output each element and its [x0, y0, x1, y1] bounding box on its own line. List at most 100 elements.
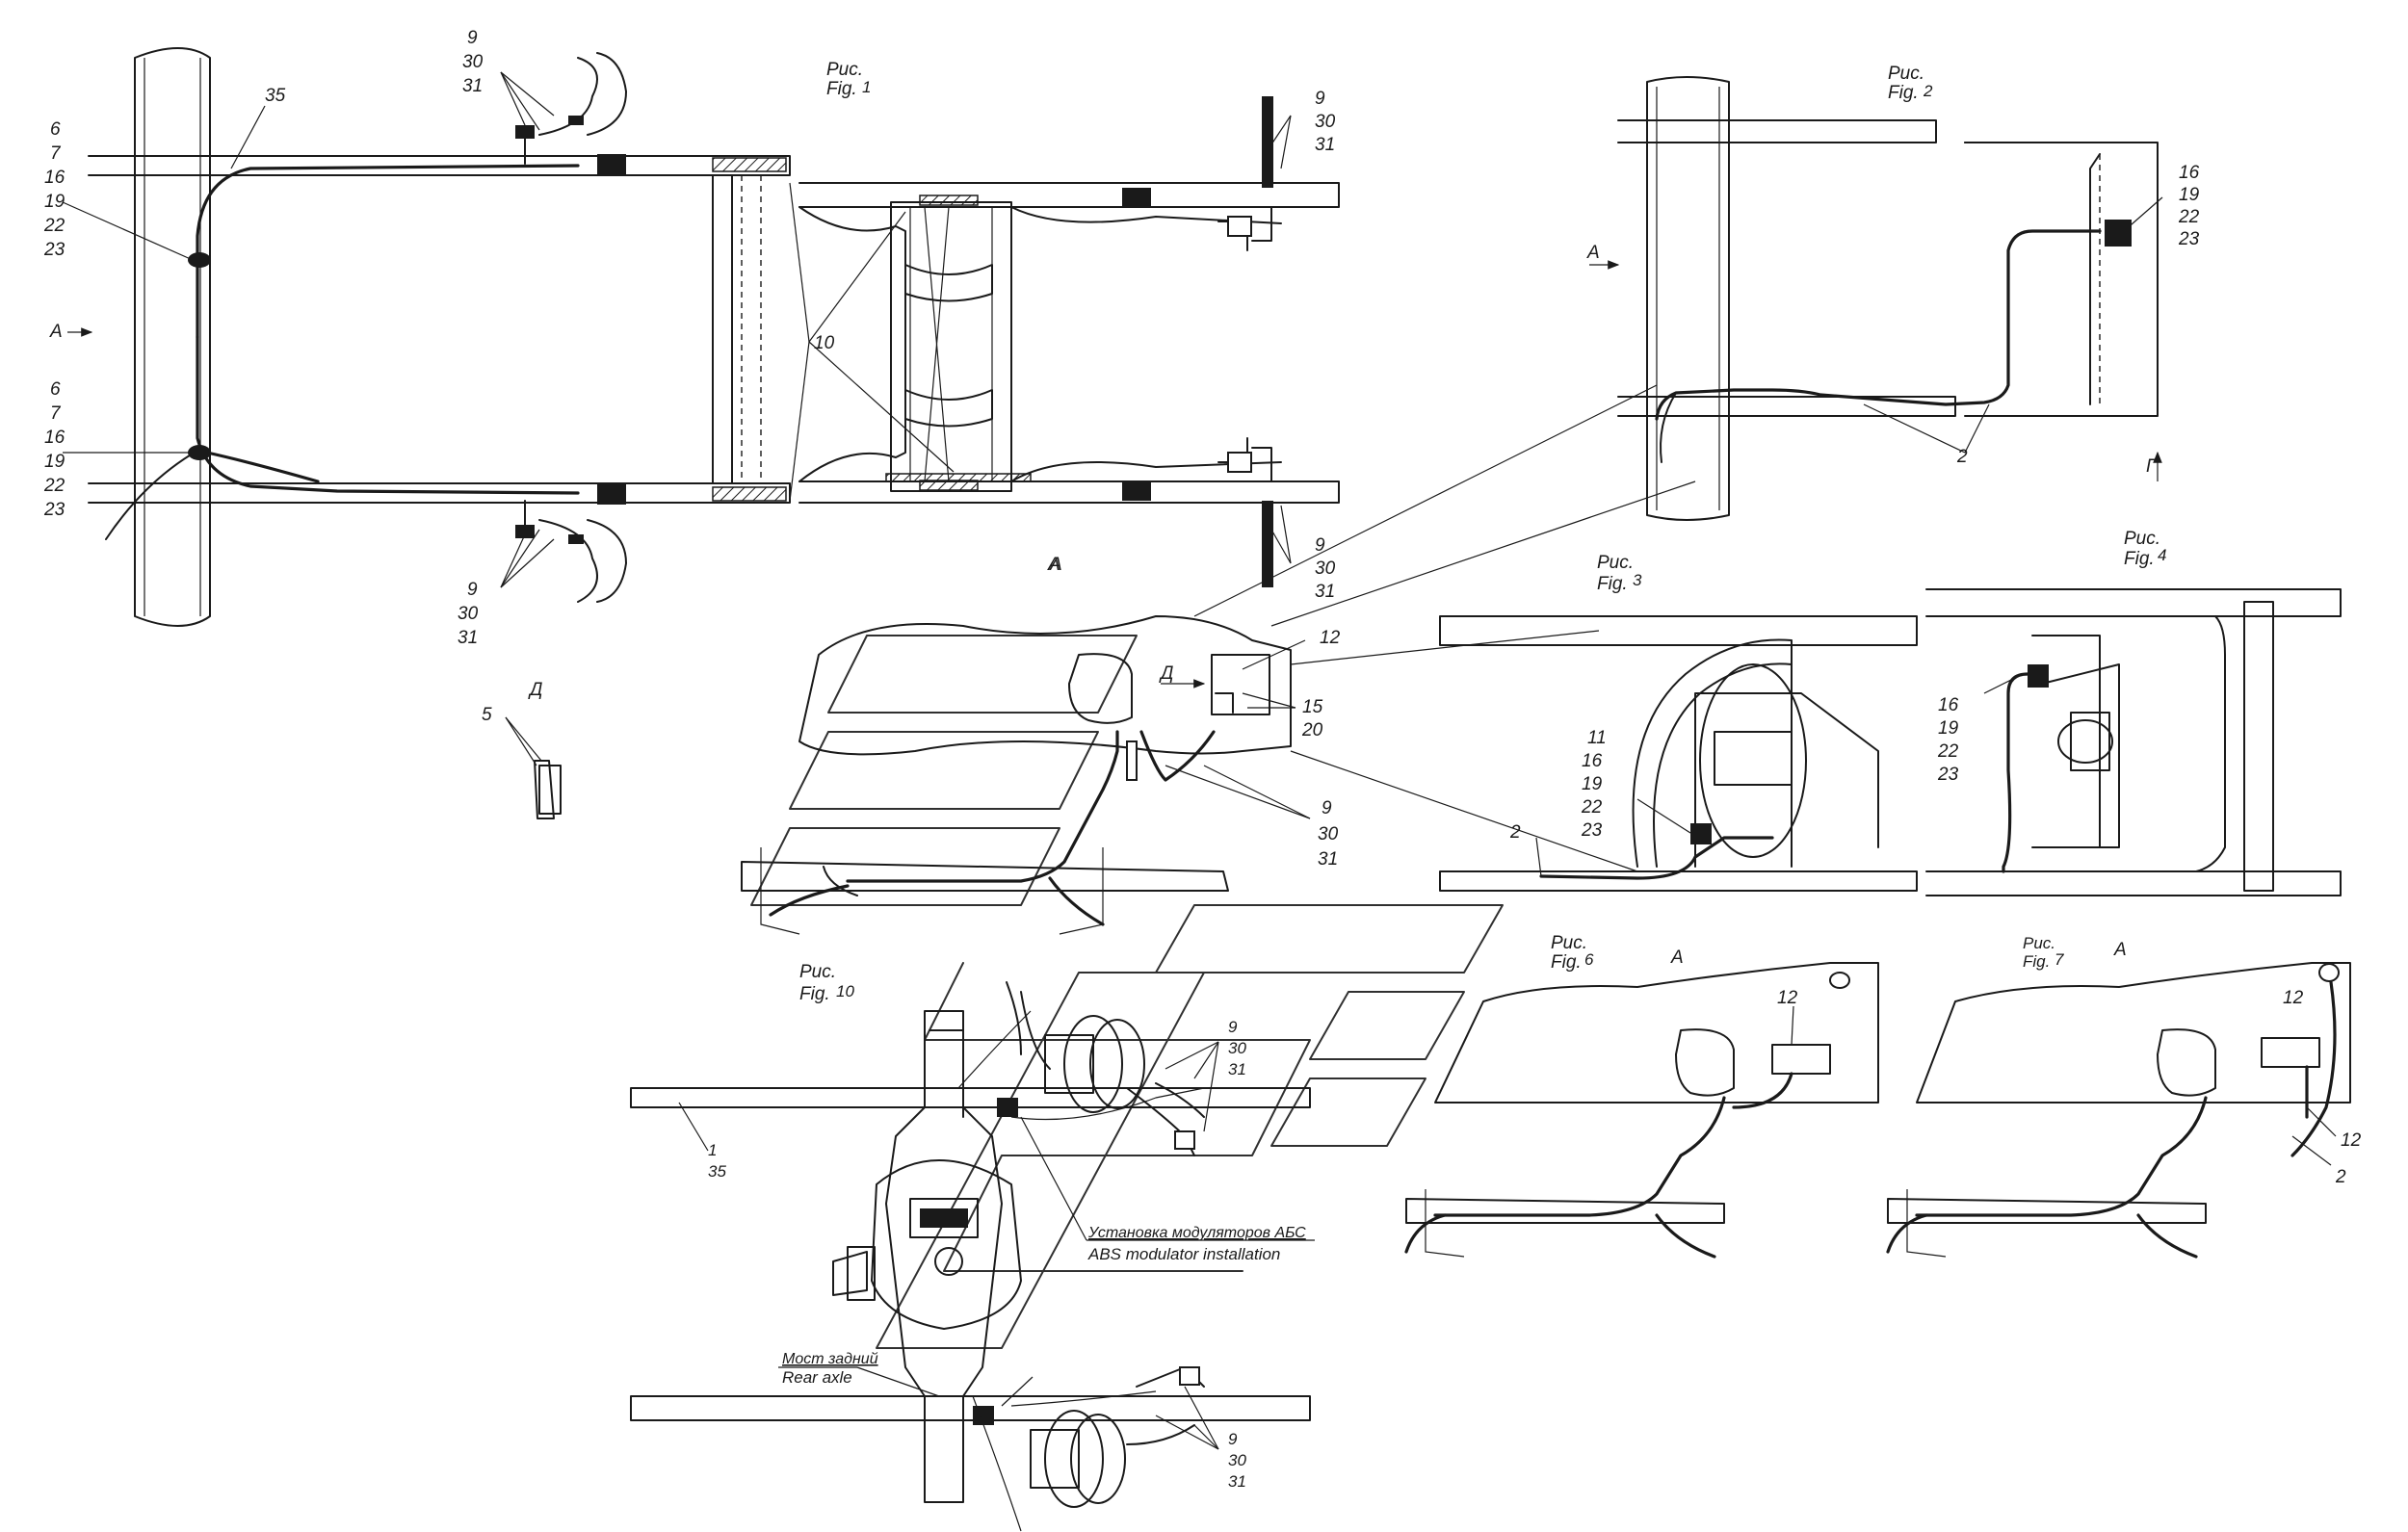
fig1-arrow-label: А — [49, 322, 63, 342]
viewA-g-31: 31 — [1318, 849, 1338, 870]
fig1-top-30: 30 — [462, 52, 484, 72]
fig1-rb-9: 9 — [1315, 535, 1325, 556]
viewA-drawing — [741, 615, 1311, 935]
viewA-g-9: 9 — [1322, 798, 1332, 818]
fig1-tl-0: 6 — [50, 119, 61, 140]
fig7-labels: Рис. Fig. 7 А 12 12 2 — [2023, 934, 2362, 1187]
fig1-bot-31: 31 — [458, 628, 478, 648]
fig1-rt-31: 31 — [1315, 135, 1335, 155]
fig1-tl-2: 16 — [44, 168, 65, 188]
fig10-top-31: 31 — [1228, 1060, 1246, 1078]
viewA-g-15: 15 — [1302, 697, 1323, 717]
fig2-g-1: 19 — [2179, 185, 2200, 205]
fig4-g-3: 23 — [1937, 765, 1959, 785]
fig2-g-2: 22 — [2178, 207, 2200, 227]
fig3-g-2: 19 — [1582, 774, 1603, 794]
fig6-title-ru: Рис. — [1551, 933, 1587, 953]
fig10-abs-ru: Установка модуляторов АБС — [1087, 1225, 1306, 1241]
fig1-tl-4: 22 — [43, 216, 65, 236]
fig1-bl-0: 6 — [50, 379, 61, 400]
fig3-g-0: 11 — [1587, 728, 1607, 748]
fig1-bl-3: 19 — [44, 452, 65, 472]
fig7-view-label: А — [2113, 940, 2127, 960]
fig4-title-en: Fig. — [2124, 549, 2155, 569]
fig10-num: 10 — [836, 982, 854, 1000]
fig3-drawing — [1439, 615, 1918, 892]
fig3-g-3: 22 — [1581, 797, 1603, 818]
fig3-num: 3 — [1633, 571, 1642, 589]
fig1-view-label: А — [1047, 555, 1060, 575]
fig2-arrow-label: Г — [2146, 456, 2158, 477]
viewD-drawing — [505, 716, 562, 819]
fig2-title-en: Fig. — [1888, 83, 1919, 103]
fig3-labels: Рис. Fig. 3 2 11 16 19 22 23 — [1509, 553, 1642, 843]
fig2-title-ru: Рис. — [1888, 64, 1924, 84]
viewA-label: А — [1049, 555, 1062, 575]
fig1-tl-1: 7 — [50, 143, 62, 164]
viewA-arrow-label: Д — [1159, 663, 1173, 684]
fig10-title-en: Fig. — [799, 984, 830, 1004]
fig4-title-ru: Рис. — [2124, 529, 2160, 549]
fig1-bl-4: 22 — [43, 476, 65, 496]
fig1-top-31: 31 — [462, 76, 483, 96]
fig6-drawing — [1404, 962, 1879, 1259]
fig1-bl-2: 16 — [44, 428, 65, 448]
fig10-top-30: 30 — [1228, 1039, 1246, 1057]
fig2-g-0: 16 — [2179, 163, 2200, 183]
fig7-title-ru: Рис. — [2023, 934, 2055, 952]
fig4-drawing — [1925, 588, 2342, 896]
fig10-callout-35: 35 — [708, 1162, 726, 1181]
fig1-labels: Рис. Fig. 1 А 35 10 А 6 7 16 19 22 23 6 … — [43, 28, 1336, 648]
fig4-num: 4 — [2158, 546, 2166, 564]
fig10-bot-9: 9 — [1228, 1430, 1238, 1448]
fig4-labels: Рис. Fig. 4 16 19 22 23 — [1937, 529, 2166, 785]
fig1-tl-3: 19 — [44, 192, 65, 212]
fig7-callout-2: 2 — [2335, 1167, 2346, 1187]
viewA-g-30: 30 — [1318, 824, 1339, 844]
fig6-callout-12: 12 — [1777, 988, 1798, 1008]
fig1-frame-plan — [62, 47, 1340, 627]
fig10-callout-1: 1 — [708, 1141, 717, 1159]
fig1-bl-1: 7 — [50, 403, 62, 424]
fig10-title-ru: Рис. — [799, 962, 836, 982]
fig1-top-9: 9 — [467, 28, 478, 48]
fig3-title-ru: Рис. — [1597, 553, 1634, 573]
fig1-bot-9: 9 — [467, 580, 478, 600]
fig1-rt-9: 9 — [1315, 89, 1325, 109]
fig10-labels: Рис. Fig. 10 1 35 9 30 31 9 30 31 Устано… — [708, 962, 1306, 1491]
viewD-label: Д — [528, 680, 542, 700]
fig1-callout-35: 35 — [265, 86, 286, 106]
fig3-callout-2: 2 — [1509, 822, 1521, 843]
fig3-g-1: 16 — [1582, 751, 1603, 771]
fig6-view-label: А — [1670, 948, 1684, 968]
fig4-g-2: 22 — [1937, 741, 1959, 762]
fig2-view-label: А — [1586, 243, 1600, 263]
fig10-abs-en: ABS modulator installation — [1087, 1245, 1280, 1263]
fig1-callout-10: 10 — [814, 333, 835, 353]
fig6-title-en: Fig. — [1551, 952, 1582, 973]
fig7-num: 7 — [2055, 950, 2064, 969]
fig7-callout-12a: 12 — [2283, 988, 2304, 1008]
fig7-drawing — [1886, 962, 2351, 1259]
fig7-title-en: Fig. — [2023, 952, 2050, 971]
fig1-rb-30: 30 — [1315, 558, 1336, 579]
fig7-callout-12b: 12 — [2341, 1130, 2362, 1151]
fig2-g-3: 23 — [2178, 229, 2200, 249]
fig1-bot-30: 30 — [458, 604, 479, 624]
fig4-g-0: 16 — [1938, 695, 1959, 715]
fig10-bot-30: 30 — [1228, 1451, 1246, 1469]
fig1-tl-5: 23 — [43, 240, 65, 260]
fig1-bl-5: 23 — [43, 500, 65, 520]
fig10-axle-ru: Мост задний — [782, 1351, 878, 1367]
fig10-top-9: 9 — [1228, 1018, 1238, 1036]
viewA-callout-12: 12 — [1320, 628, 1341, 648]
fig6-labels: Рис. Fig. 6 А 12 — [1551, 933, 1798, 1008]
fig3-g-4: 23 — [1581, 820, 1603, 841]
viewD-callout-5: 5 — [482, 705, 492, 725]
fig4-g-1: 19 — [1938, 718, 1959, 739]
fig1-title-ru: Рис. — [826, 60, 863, 80]
fig10-axle-en: Rear axle — [782, 1368, 852, 1387]
fig2-num: 2 — [1923, 82, 1933, 100]
fig2-labels: Рис. Fig. 2 А Г 2 16 19 22 23 — [1586, 64, 2200, 477]
